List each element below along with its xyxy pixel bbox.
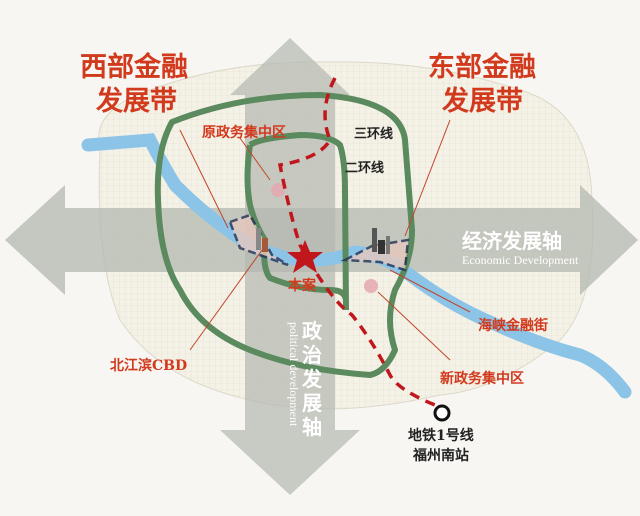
political-axis-char: 政 (302, 319, 323, 343)
political-axis-char: 治 (302, 343, 322, 367)
econ-axis-en-label: Economic Development (462, 253, 579, 267)
east-belt-label-1: 东部金融 (428, 51, 536, 83)
west-belt-label-1: 西部金融 (80, 51, 188, 83)
west-belt-label-2: 发展带 (95, 85, 177, 117)
star-icon (287, 240, 323, 273)
political-axis-char: 轴 (302, 415, 322, 439)
political-axis-en-label: political development (287, 322, 301, 427)
third-ring-road (154, 92, 415, 378)
east-belt-label-2: 发展带 (441, 85, 523, 117)
political-axis-char: 展 (302, 391, 322, 415)
new-gov-label: 新政务集中区 (440, 370, 524, 387)
political-axis-arrow (220, 38, 360, 495)
metro-line-1 (277, 77, 436, 407)
leader-lines (179, 119, 471, 361)
second-ring-road (244, 132, 349, 311)
new-gov-marker (364, 279, 378, 293)
old-gov-marker (271, 183, 285, 197)
metro-line-label: 地铁1号线 (408, 427, 474, 444)
project-label: 本案 (288, 277, 317, 294)
skyline-icon (256, 228, 390, 254)
political-axis-label: 政 治 发 展 轴 (301, 319, 323, 439)
north-cbd-label: 北江滨CBD (110, 357, 187, 374)
third-ring-label: 三环线 (354, 126, 393, 142)
river (81, 133, 632, 399)
political-axis-char: 发 (301, 367, 323, 391)
strait-finance-label: 海峡金融街 (478, 317, 548, 334)
metro-station-icon (433, 404, 451, 422)
metro-station-label: 福州南站 (412, 447, 469, 464)
skyline-east-zone (340, 238, 410, 272)
second-ring-label: 二环线 (345, 160, 384, 176)
econ-axis-label: 经济发展轴 (462, 229, 562, 253)
old-gov-label: 原政务集中区 (202, 124, 286, 141)
